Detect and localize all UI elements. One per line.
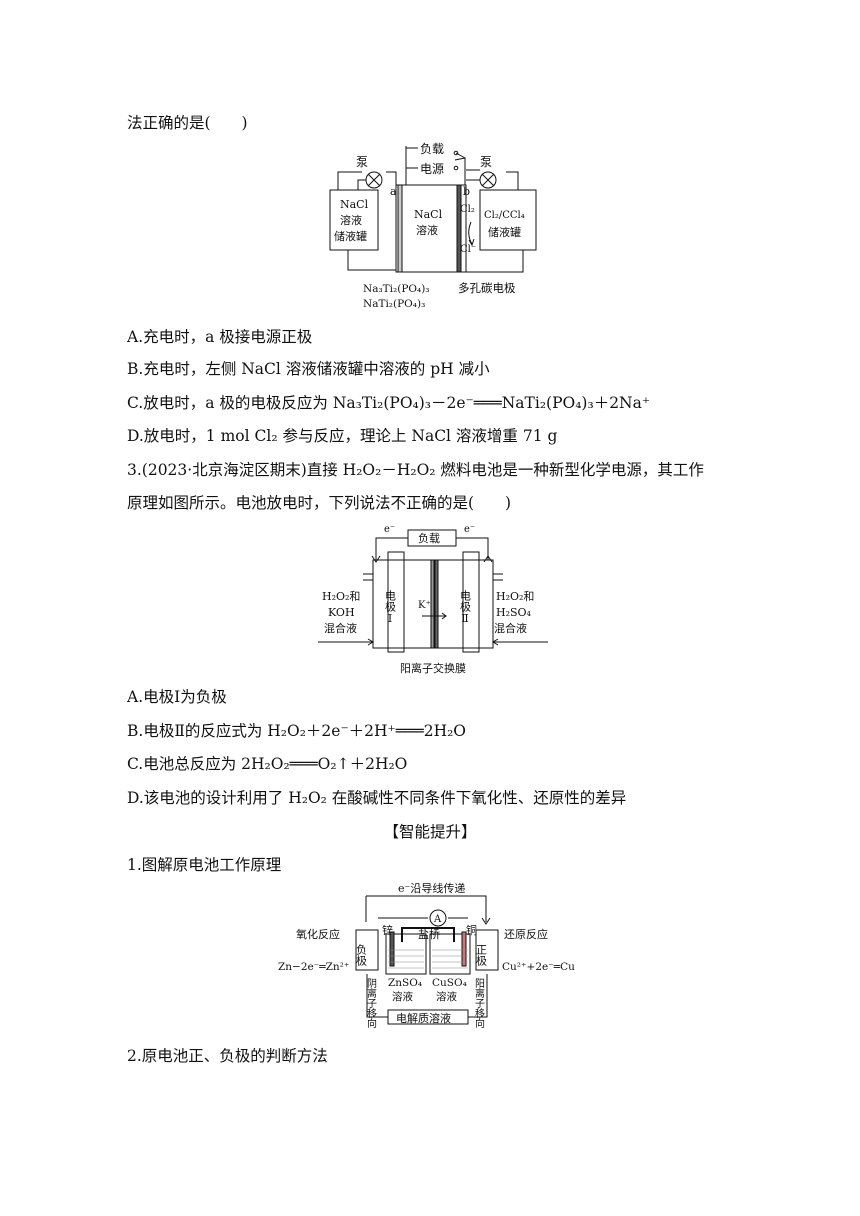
left-tank-line2: 溶液 [340,213,362,227]
gc-znso4: ZnSO₄ [388,977,422,989]
q2-option-d: D.放电时，1 mol Cl₂ 参与反应，理论上 NaCl 溶液增重 71 g [127,427,558,445]
q3-option-a: A.电极Ⅰ为负极 [127,688,227,706]
left-tank-line3: 储液罐 [334,229,367,243]
fc-kion: K⁺ [418,600,431,611]
electrode-b-label: b [463,185,470,198]
gc-reduction: 还原反应 [504,927,548,941]
gc-ammeter: A [433,914,442,925]
bottom-left-line2: NaTi₂(PO₄)₃ [363,298,425,310]
fc-right-line1: H₂O₂和 [496,590,534,603]
q2-option-b: B.充电时，左侧 NaCl 溶液储液罐中溶液的 pH 减小 [127,360,490,378]
left-tank-line1: NaCl [340,198,369,211]
galvanic-cell-diagram: e⁻沿导线传递 A 锌 铜 盐桥 氧化反应 还原反应 负极 正极 Zn−2e⁻═… [278,882,575,1028]
q2-option-a: A.充电时，a 极接电源正极 [127,328,313,346]
gc-electrolyte: 电解质溶液 [396,1011,451,1025]
gc-zinc: 锌 [382,923,393,937]
q2-stem: 法正确的是( ) [127,114,248,132]
electrode-a-label: a [390,185,397,198]
pump-right-label: 泵 [480,155,492,169]
fc-left-line3: 混合液 [324,621,357,635]
right-tank-line1: Cl₂/CCl₄ [484,210,525,221]
fuel-cell-diagram: 负载 e⁻ e⁻ H₂O₂和 KOH 混合液 H₂O₂和 H₂SO₄ 混合液 电… [318,524,548,675]
gc-top-label: e⁻沿导线传递 [398,882,465,895]
power-label: 电源 [420,162,444,176]
cl-ion-label: Cl⁻ [460,244,476,255]
gc-cuso4: CuSO₄ [432,977,467,989]
middle-line2: 溶液 [416,223,438,237]
item2-title: 2.原电池正、负极的判断方法 [127,1047,328,1065]
bottom-right-label: 多孔碳电极 [458,281,516,295]
fc-right-line3: 混合液 [494,621,527,635]
fc-e-right: e⁻ [464,524,475,535]
cl2-label: Cl₂ [460,204,475,215]
gc-pos: 正极 [475,944,488,967]
gc-copper: 铜 [466,923,477,937]
item1-title: 1.图解原电池工作原理 [127,856,282,874]
fc-right-line2: H₂SO₄ [496,606,532,619]
load-label: 负载 [420,142,444,156]
gc-oxidation: 氧化反应 [296,927,340,941]
gc-anion-move: 阴离子移向 [365,978,377,1028]
fc-left-line1: H₂O₂和 [322,590,360,603]
gc-salt-bridge: 盐桥 [418,928,440,941]
middle-line1: NaCl [414,208,443,221]
pump-left-label: 泵 [356,155,368,169]
q3-option-c: C.电池总反应为 2H₂O₂═══O₂↑＋2H₂O [127,755,408,773]
fc-electrode2: 电极Ⅱ [459,590,472,625]
gc-neg: 负极 [355,943,368,967]
q3-stem-line2: 原理如图所示。电池放电时，下列说法不正确的是( ) [127,494,512,512]
q3-option-d: D.该电池的设计利用了 H₂O₂ 在酸碱性不同条件下氧化性、还原性的差异 [127,789,627,807]
bottom-left-line1: Na₃Ti₂(PO₄)₃ [363,283,430,295]
section-title: 【智能提升】 [383,823,477,841]
fc-electrode1: 电极Ⅰ [384,590,397,625]
fc-membrane: 阳离子交换膜 [400,661,466,675]
gc-znso4-2: 溶液 [392,990,413,1003]
gc-cuso4-2: 溶液 [436,990,457,1003]
q3-stem-line1: 3.(2023·北京海淀区期末)直接 H₂O₂－H₂O₂ 燃料电池是一种新型化学… [127,461,704,479]
gc-cation-move: 阳离子移向 [473,978,485,1028]
q2-option-c: C.放电时，a 极的电极反应为 Na₃Ti₂(PO₄)₃－2e⁻═══NaTi₂… [127,394,651,412]
flow-battery-diagram: 负载 电源 泵 泵 a b NaCl 溶液 储液罐 NaCl 溶液 Cl₂ Cl… [329,142,537,310]
fc-e-left: e⁻ [384,524,395,535]
gc-left-eq: Zn−2e⁻═Zn²⁺ [278,961,349,973]
fc-left-line2: KOH [328,606,355,619]
q3-option-b: B.电极Ⅱ的反应式为 H₂O₂＋2e⁻＋2H⁺═══2H₂O [127,722,467,740]
fc-load-label: 负载 [418,531,440,545]
right-tank-line2: 储液罐 [488,225,521,239]
gc-right-eq: Cu²⁺+2e⁻═Cu [502,961,575,973]
